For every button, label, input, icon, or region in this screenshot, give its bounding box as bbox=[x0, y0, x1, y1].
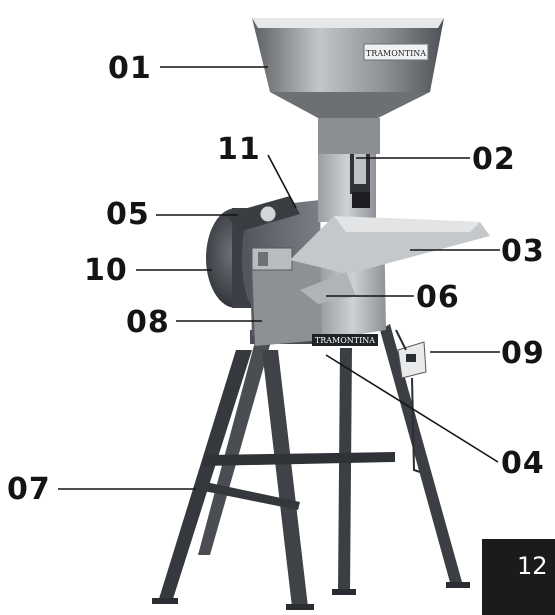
leader-lines bbox=[58, 66, 500, 490]
callout-01: 01 bbox=[108, 51, 152, 86]
callout-05: 05 bbox=[106, 197, 150, 232]
callout-09: 09 bbox=[501, 336, 545, 371]
feed-column bbox=[318, 150, 376, 222]
callout-11: 11 bbox=[217, 132, 261, 167]
callout-07: 07 bbox=[7, 472, 51, 507]
callout-08: 08 bbox=[126, 305, 170, 340]
brand-label-body: TRAMONTINA bbox=[315, 336, 375, 345]
page-tab bbox=[482, 539, 555, 615]
callout-04: 04 bbox=[501, 446, 545, 481]
callout-03: 03 bbox=[501, 234, 545, 269]
guard-cover bbox=[226, 196, 300, 232]
callout-10: 10 bbox=[84, 253, 128, 288]
callout-02: 02 bbox=[472, 142, 516, 177]
brand-label-hopper: TRAMONTINA bbox=[366, 49, 426, 58]
page-number: 12 bbox=[517, 552, 548, 580]
hopper: TRAMONTINA bbox=[252, 18, 444, 154]
callout-06: 06 bbox=[416, 280, 460, 315]
